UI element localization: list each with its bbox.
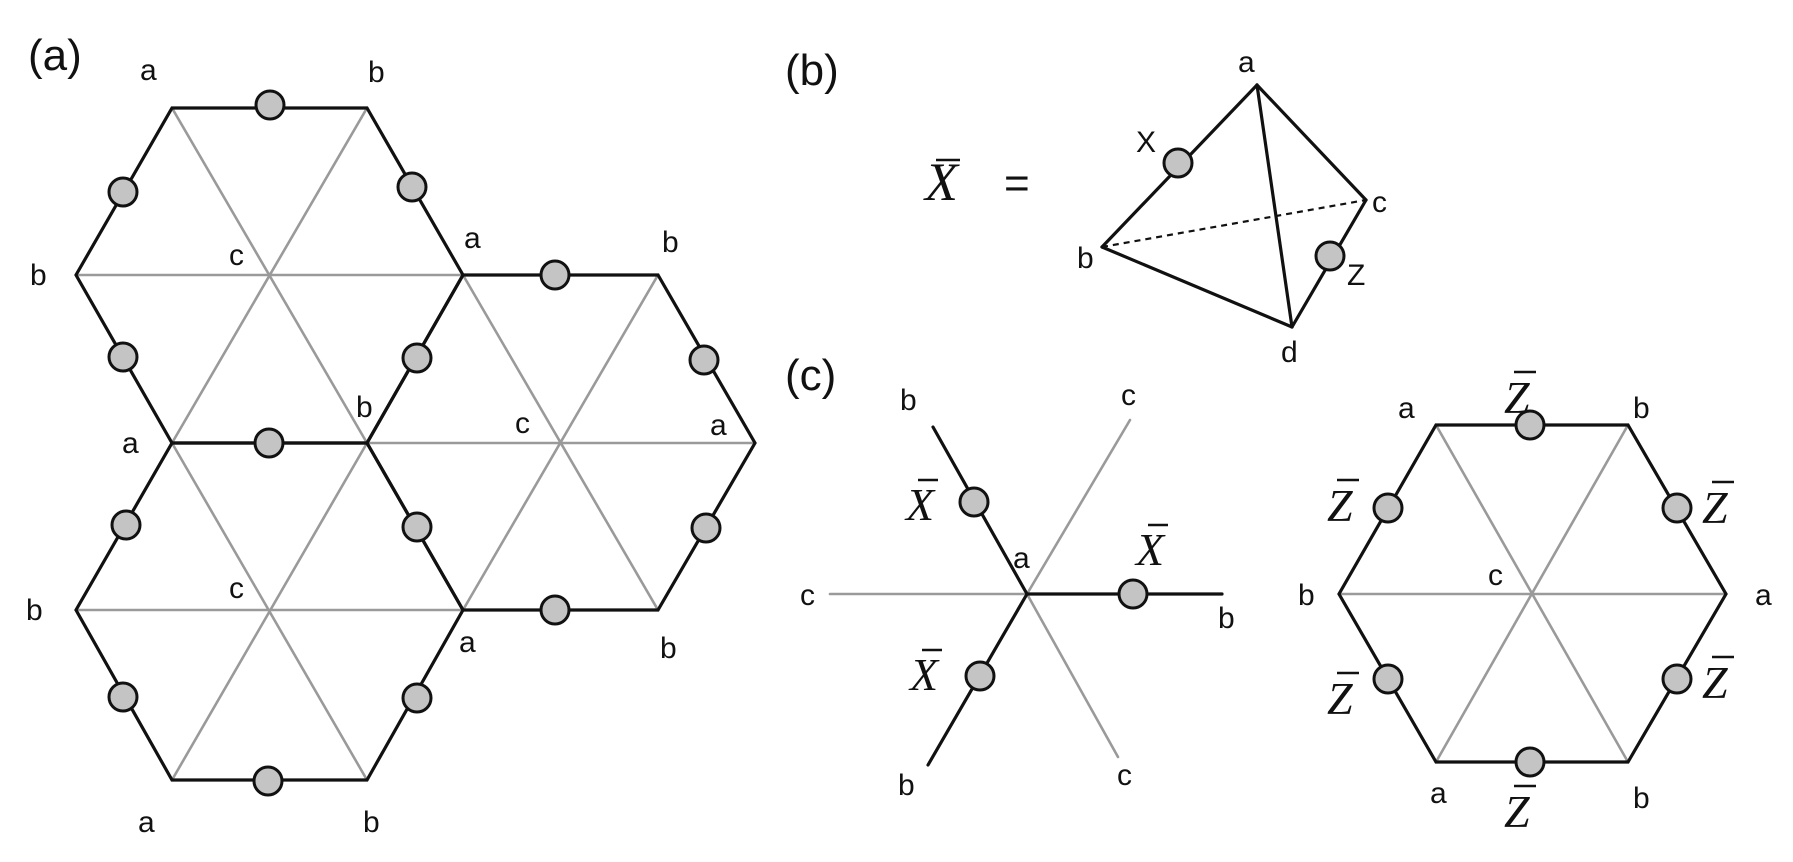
- vertex-label: a: [1430, 777, 1447, 810]
- vertex-label: a: [1755, 579, 1772, 612]
- qubit-dot: [539, 594, 571, 626]
- vertex-label: a: [140, 54, 157, 87]
- vertex-label: c: [229, 239, 244, 272]
- qubit-dot: [401, 682, 433, 714]
- qubit-dot: [401, 342, 433, 374]
- qubit-dot: [107, 681, 139, 713]
- edge-ad: [1255, 83, 1294, 329]
- qubit-dot: [964, 660, 996, 692]
- edge-bd: [1100, 245, 1294, 329]
- qubit-dot: [958, 486, 990, 518]
- equals-sign: =: [1004, 159, 1030, 208]
- panel-c-label: (c): [785, 351, 836, 400]
- qubit-dot: [107, 341, 139, 373]
- operator-z-bar: Z: [1327, 673, 1353, 724]
- operator-z-bar: Z: [1504, 786, 1530, 837]
- panel-a-black-edges: [74, 106, 757, 782]
- pauli-label-x: X: [1136, 126, 1156, 159]
- qubit-dot: [401, 511, 433, 543]
- operator-x-bar: X: [908, 649, 940, 700]
- qubit-dot: [396, 171, 428, 203]
- vertex-label: c: [1121, 379, 1136, 412]
- qubit-dot: [1372, 492, 1404, 524]
- vertex-label: b: [1077, 242, 1094, 275]
- vertex-label: c: [229, 572, 244, 605]
- qubit-dot: [1661, 663, 1693, 695]
- qubit-dot: [252, 765, 284, 797]
- h3-diagonal-2: [170, 441, 369, 782]
- vertex-label: a: [1238, 46, 1255, 79]
- star-gray-upper: [1025, 418, 1132, 596]
- vertex-label: c: [1372, 186, 1387, 219]
- vertex-label: b: [1633, 782, 1650, 815]
- qubit-dot: [110, 509, 142, 541]
- vertex-label: c: [1488, 559, 1503, 592]
- panel-a: (a): [26, 31, 757, 839]
- vertex-label: a: [710, 409, 727, 442]
- vertex-label: b: [662, 226, 679, 259]
- operator-x-bar: X: [1134, 524, 1166, 575]
- qubit-dot: [1661, 492, 1693, 524]
- vertex-label: a: [459, 626, 476, 659]
- vertex-label: b: [660, 632, 677, 665]
- qubit-dot-x: [1162, 147, 1194, 179]
- vertex-label: b: [1633, 392, 1650, 425]
- panel-c: (c) b c c a b b c X X X: [785, 351, 1772, 837]
- vertex-label: b: [356, 391, 373, 424]
- edge-ac: [1255, 83, 1368, 202]
- operator-z-bar: Z: [1504, 372, 1530, 423]
- operator-x-bar: X: [904, 479, 936, 530]
- vertex-label: a: [1013, 542, 1030, 575]
- operator-x-bar: X: [923, 152, 960, 212]
- vertex-label: a: [464, 222, 481, 255]
- vertex-label: b: [1218, 602, 1235, 635]
- qubit-dot: [1372, 663, 1404, 695]
- vertex-label: c: [515, 407, 530, 440]
- qubit-dot: [1117, 578, 1149, 610]
- plaquette-hexagon: [1337, 409, 1728, 778]
- operator-z-bar: Z: [1327, 480, 1353, 531]
- star-gray-lower: [1025, 592, 1120, 759]
- qubit-dot: [253, 427, 285, 459]
- operator-z-bar: Z: [1702, 657, 1728, 708]
- vertex-label: b: [30, 259, 47, 292]
- qubit-dot: [688, 344, 720, 376]
- qubit-dot-z: [1314, 240, 1346, 272]
- panel-b-label: (b): [785, 46, 839, 95]
- qubit-dot: [1514, 409, 1546, 441]
- panel-a-label: (a): [28, 31, 82, 80]
- qubit-dot: [107, 176, 139, 208]
- pauli-label-z: Z: [1347, 259, 1365, 292]
- vertex-label: b: [900, 384, 917, 417]
- vertex-label: d: [1281, 336, 1298, 369]
- vertex-label: c: [800, 579, 815, 612]
- qubit-dot: [254, 89, 286, 121]
- vertex-label: b: [26, 594, 43, 627]
- vertex-label: a: [1398, 392, 1415, 425]
- vertex-label: c: [1117, 759, 1132, 792]
- panel-b: (b) X = a b c d X Z: [785, 46, 1387, 369]
- vertex-label: b: [368, 56, 385, 89]
- panel-a-gray-lines: [74, 106, 757, 782]
- qubit-dot: [1514, 746, 1546, 778]
- vertex-label: b: [898, 769, 915, 802]
- hex-outline: [1337, 423, 1728, 764]
- qubit-dot: [539, 259, 571, 291]
- star-diagram: [828, 418, 1224, 767]
- vertex-label: b: [363, 806, 380, 839]
- panel-a-dots: [107, 89, 722, 797]
- tetrahedron: [1100, 83, 1368, 329]
- vertex-label: a: [138, 806, 155, 839]
- vertex-label: a: [122, 427, 139, 460]
- panel-a-labels: a b b c a b a b c a b b c a a b: [26, 54, 727, 839]
- vertex-label: b: [1298, 579, 1315, 612]
- qubit-dot: [690, 512, 722, 544]
- hex-operators: Z Z Z Z Z Z: [1327, 370, 1734, 837]
- edge-bc-hidden: [1101, 198, 1367, 249]
- star-operators: X X X: [904, 478, 1168, 700]
- operator-z-bar: Z: [1702, 482, 1728, 533]
- hexagon-3: [74, 441, 465, 782]
